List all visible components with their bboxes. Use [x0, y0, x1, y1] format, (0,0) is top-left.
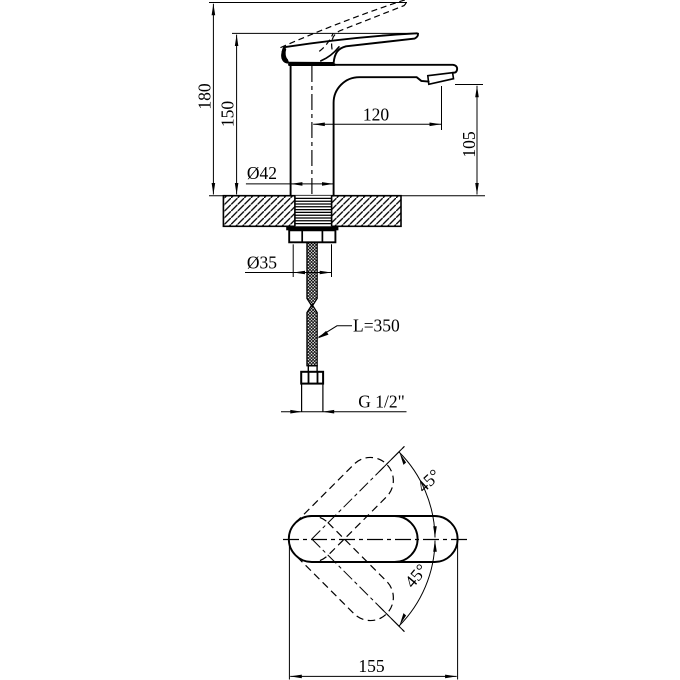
- dim-35-arrow-right: [319, 270, 332, 275]
- plan-handle-end-cap: [394, 515, 419, 563]
- dim-35-arrow-left: [293, 270, 305, 275]
- swing-ext-line-down: [378, 605, 405, 632]
- fixing-hardware: [286, 226, 339, 244]
- dim-180: 180: [195, 3, 216, 195]
- dim-45-arcs: [398, 451, 437, 627]
- dim-120-label: 120: [363, 105, 390, 125]
- dim-105: 105: [459, 85, 479, 195]
- shank-threads: [295, 197, 332, 225]
- swing-centerlines: [311, 446, 405, 632]
- dim-G12-label: G 1/2": [358, 392, 405, 412]
- fixing-nut: [288, 229, 337, 244]
- hose-upper-segment: [306, 241, 318, 308]
- dim-L350-arrow: [317, 330, 329, 339]
- dim-G12-arrow-right: [322, 409, 335, 414]
- dim-150-label: 150: [218, 101, 238, 128]
- hose-nipple: [301, 383, 324, 412]
- hose-lower-segment: [306, 303, 318, 367]
- dim-L350: L=350: [317, 316, 400, 339]
- side-view: 180 150 105 120 Ø42: [195, 0, 485, 414]
- dim-42-label: Ø42: [247, 163, 277, 183]
- hose-nut: [300, 370, 325, 385]
- dim-155-label: 155: [358, 656, 385, 676]
- handle-swing-positions: [288, 456, 394, 622]
- dim-45-arrow-down-inner: [433, 540, 437, 552]
- spout-top-edge: [289, 63, 459, 74]
- swing-ext-line-up: [378, 446, 405, 473]
- handle-raised-outline: [280, 0, 407, 51]
- dim-35: Ø35: [245, 244, 332, 277]
- hose-end-fitting: [300, 365, 325, 412]
- dim-42-arrow-left: [290, 182, 303, 186]
- dim-L350-label: L=350: [353, 316, 400, 336]
- deck-hatch-right: [331, 195, 401, 227]
- dim-42-arrow-right: [322, 182, 334, 186]
- faucet-body: [289, 63, 459, 197]
- handle-swing-up: [288, 456, 394, 563]
- threaded-shank: [294, 195, 333, 227]
- handle-swing-down: [288, 515, 394, 622]
- dim-G12: G 1/2": [281, 392, 407, 414]
- dim-G12-arrow-left: [290, 409, 302, 414]
- dim-45-arrow-up-inner: [433, 526, 437, 538]
- dim-155: 155: [288, 543, 459, 680]
- spout-underside: [332, 76, 430, 197]
- handle-raised-neck-contour: [318, 32, 334, 52]
- handle-neck-contour: [320, 46, 340, 62]
- dim-180-label: 180: [195, 83, 215, 110]
- washer: [286, 226, 339, 231]
- handle-solid: [281, 32, 419, 66]
- shank-body: [294, 195, 332, 227]
- plan-outline: [287, 515, 459, 563]
- handle-raised-dashed: [280, 0, 407, 52]
- handle-butt: [281, 46, 290, 64]
- dim-105-label: 105: [459, 131, 479, 158]
- deck-hatch-left: [223, 195, 295, 227]
- dim-45-arrow-up-outer: [399, 452, 407, 465]
- plan-footprint: [287, 515, 459, 563]
- dim-45-arrow-down-outer: [399, 613, 407, 626]
- dim-35-label: Ø35: [247, 253, 277, 273]
- dim-150: 150: [218, 34, 239, 195]
